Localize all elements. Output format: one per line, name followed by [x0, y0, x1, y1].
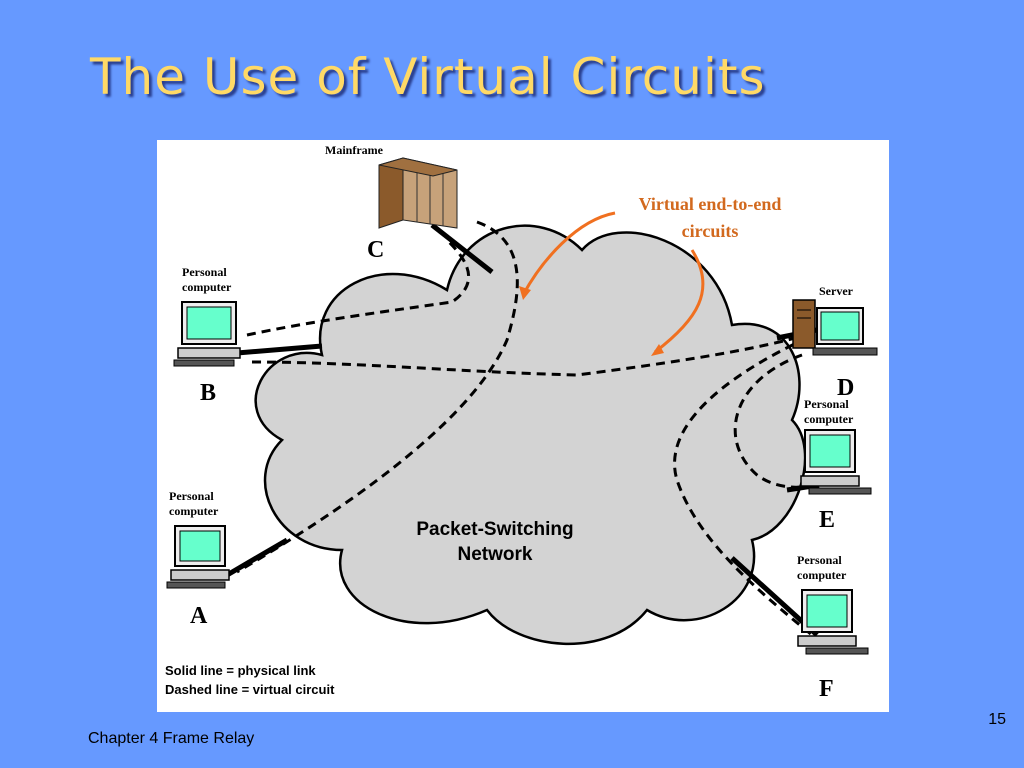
physical-link-b [236, 343, 323, 356]
virtual-circuit-b-d [251, 330, 818, 377]
annotation-arrow-2 [654, 249, 705, 354]
pc-b-label-line2: computer [182, 280, 232, 294]
server-label: Server [819, 284, 854, 298]
mainframe-label: Mainframe [325, 143, 384, 157]
pc-e-label-line1: Personal [804, 397, 849, 411]
personal-computer-b-icon [173, 301, 241, 367]
pc-f-label-line1: Personal [797, 553, 842, 567]
legend-solid: Solid line = physical link [165, 663, 316, 678]
annotation-line1: Virtual end-to-end [639, 194, 782, 214]
physical-link-a [220, 537, 289, 581]
page-number: 15 [988, 711, 1006, 728]
virtual-circuit-c-a [236, 220, 519, 574]
node-letter-b: B [200, 380, 216, 406]
node-letter-d: D [837, 375, 854, 401]
physical-link-c [430, 223, 494, 274]
network-label-line1: Packet-Switching [416, 519, 573, 540]
virtual-circuit-b-c [246, 240, 470, 337]
footer-chapter: Chapter 4 Frame Relay [88, 730, 255, 747]
node-letter-c: C [367, 237, 384, 263]
pc-e-label-line2: computer [804, 412, 854, 426]
network-label-line2: Network [458, 544, 533, 565]
node-letter-f: F [819, 676, 834, 702]
virtual-circuit-d-f [673, 336, 813, 637]
pc-b-label-line1: Personal [182, 265, 227, 279]
pc-a-label-line1: Personal [169, 489, 214, 503]
packet-switching-cloud [254, 224, 807, 646]
annotation-arrow-1 [521, 211, 616, 296]
slide-title: The Use of Virtual Circuits [90, 48, 766, 106]
server-d-icon [792, 299, 878, 356]
node-letter-a: A [190, 603, 208, 629]
pc-a-label-line2: computer [169, 504, 219, 518]
personal-computer-f-icon [797, 589, 869, 655]
mainframe-icon [378, 157, 458, 229]
legend-dashed: Dashed line = virtual circuit [165, 682, 335, 697]
personal-computer-a-icon [166, 525, 230, 589]
node-letter-e: E [819, 507, 835, 533]
virtual-circuit-diagram: Mainframe C Personal computer B Personal… [157, 140, 889, 712]
annotation-arrows [519, 211, 705, 356]
virtual-circuit-d-e [733, 353, 820, 489]
personal-computer-e-icon [800, 429, 872, 495]
virtual-circuits [236, 220, 820, 637]
annotation-line2: circuits [682, 221, 739, 241]
pc-f-label-line2: computer [797, 568, 847, 582]
